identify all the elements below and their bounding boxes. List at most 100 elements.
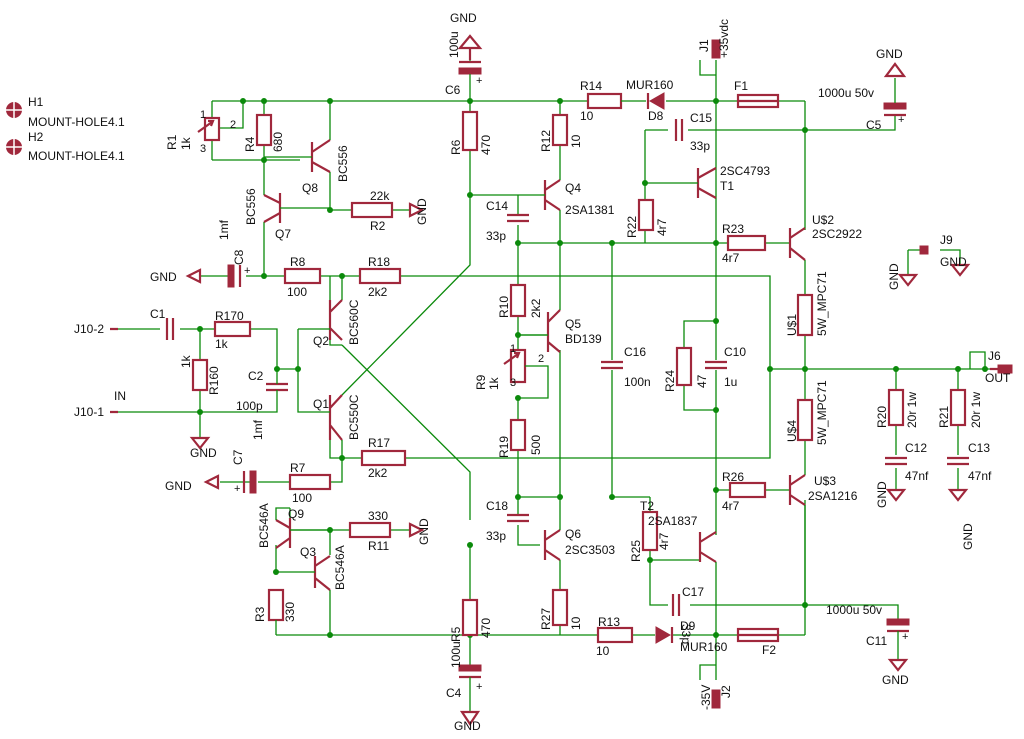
resistor-r24: [675, 346, 693, 387]
label-u1: U$1: [785, 314, 799, 336]
wire-q2: [298, 276, 343, 346]
capacitor-plate-filled: [883, 102, 907, 110]
label-q1: Q1: [313, 397, 329, 411]
resistor-r21: [949, 388, 967, 427]
resistor-r160: [191, 358, 209, 392]
label-h2-value: MOUNT-HOLE4.1: [28, 149, 125, 163]
label-c4: C4: [446, 686, 462, 700]
label-r170: R170: [215, 309, 244, 323]
junction: [802, 127, 808, 133]
capacitor-c1: [165, 318, 175, 340]
resistor-r11: [348, 521, 392, 539]
label-c2-value: 100p: [236, 399, 263, 413]
output-connector-icon: [997, 364, 1013, 374]
label-q8: Q8: [302, 181, 318, 195]
resistor-r10: [509, 283, 527, 318]
transistor-body: [263, 193, 282, 223]
resistor-r25: [641, 510, 659, 552]
wire-q1-base: [320, 411, 343, 458]
resistor-r26: [728, 481, 767, 499]
transistor-q2: [320, 299, 343, 341]
label-r10: R10: [497, 296, 511, 318]
label-c14-value: 33p: [486, 229, 506, 243]
label-r20-value: 20r 1w: [905, 392, 919, 428]
label-r13-value: 10: [596, 644, 610, 658]
label-c11-value: 1000u 50v: [826, 603, 882, 617]
label-r1-pin3: 3: [200, 143, 206, 155]
label-r2: R2: [370, 219, 386, 233]
label-c2: C2: [248, 369, 264, 383]
label-j10-1: J10-1: [74, 405, 104, 419]
label-gnd-c13: GND: [961, 523, 975, 550]
capacitor-c12: [885, 456, 907, 466]
label-gnd-c11: GND: [882, 673, 909, 687]
transistor-q3: [310, 555, 331, 591]
junction: [767, 366, 773, 372]
label-q3: Q3: [300, 545, 316, 559]
plus-sign-icon: +: [244, 265, 250, 277]
capacitor-c16: [601, 360, 623, 370]
junction: [557, 240, 563, 246]
label-f1: F1: [734, 79, 748, 93]
label-r11-value: 330: [368, 509, 388, 523]
label-r8-value: 100: [287, 285, 307, 299]
wire-j2-loop: [699, 664, 716, 680]
j2-connector-icon: [711, 689, 721, 709]
junction: [642, 180, 648, 186]
label-r19: R19: [497, 436, 511, 458]
label-c5-value: 1000u 50v: [818, 86, 874, 100]
label-t1-value: 2SC4793: [720, 164, 770, 178]
label-r3: R3: [253, 606, 267, 622]
label-r21: R21: [937, 406, 951, 428]
transistor-body: [328, 394, 343, 441]
junction: [261, 157, 267, 163]
label-c12: C12: [905, 441, 927, 455]
transistor-q5: [518, 309, 561, 353]
transistor-q8: [264, 139, 331, 173]
label-r4: R4: [243, 136, 257, 152]
ground-icon: [408, 522, 425, 538]
plus-sign-icon: +: [902, 631, 908, 643]
label-c15-value: 33p: [690, 139, 710, 153]
transistor-body: [698, 531, 717, 563]
ground-icon: [185, 268, 202, 284]
ground-icon: [883, 62, 907, 78]
junction: [467, 542, 473, 548]
transistor-q9: [275, 507, 330, 549]
label-r17-value: 2k2: [368, 466, 388, 480]
label-out: OUT: [985, 371, 1011, 385]
label-c11: C11: [866, 634, 887, 648]
junction: [609, 240, 615, 246]
mount-hole-h1: [6, 102, 22, 118]
label-r9: R9: [474, 374, 488, 390]
ground-icon: [189, 436, 211, 450]
label-q9-value: BC546A: [257, 503, 271, 548]
junction: [982, 366, 988, 372]
label-r7: R7: [290, 461, 306, 475]
label-c4-value: 100u: [449, 641, 463, 668]
resistor-r12: [551, 113, 569, 147]
junction: [802, 366, 808, 372]
transistor-q1: [320, 394, 343, 458]
junction: [515, 395, 521, 401]
label-q4-value: 2SA1381: [565, 203, 615, 217]
label-r19-value: 500: [529, 435, 543, 455]
label-q5: Q5: [565, 317, 581, 331]
wire-r9-wiper: [525, 365, 549, 370]
resistor-r20: [887, 388, 905, 427]
transistor-q7: [263, 193, 330, 223]
labels: H1 MOUNT-HOLE4.1 H2 MOUNT-HOLE4.1 R1 1k …: [28, 11, 1011, 733]
label-r10-value: 2k2: [529, 298, 543, 318]
label-c6: C6: [445, 83, 461, 97]
capacitor-c4: [458, 664, 482, 712]
transistor-u3: [788, 474, 806, 605]
label-r3-value: 330: [283, 602, 297, 622]
label-r9-pin1: 1: [510, 343, 516, 355]
label-u1-value: 5W_MPC71: [815, 271, 829, 336]
junction: [713, 240, 719, 246]
capacitor-c6: [458, 60, 482, 101]
label-r23-value: 4r7: [722, 251, 740, 265]
label-gnd-r2: GND: [415, 198, 429, 225]
label-u4: U$4: [785, 420, 799, 442]
